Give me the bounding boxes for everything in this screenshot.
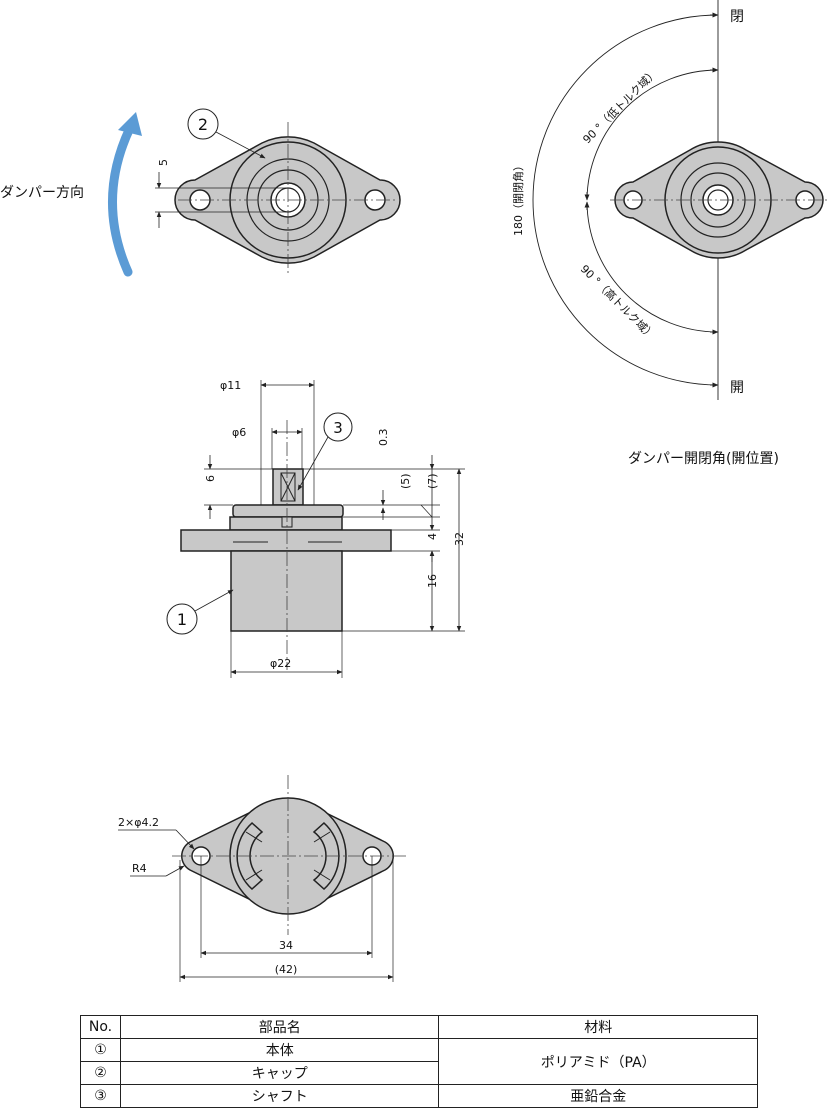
dim-34: 34: [279, 939, 293, 952]
row-material: ポリアミド（PA）: [438, 1038, 758, 1085]
dim-phi22: φ22: [270, 657, 291, 670]
dim-16: 16: [426, 574, 439, 588]
radius-callout: R4: [132, 862, 147, 875]
table-row: ② キャップ: [80, 1061, 758, 1085]
angle-caption: ダンパー開閉角(開位置): [628, 451, 779, 467]
technical-drawing: ダンパー方向 5 2: [0, 0, 828, 982]
balloon-2-label: 2: [198, 115, 208, 134]
balloon-1: [166, 603, 198, 635]
row-no: ①: [80, 1038, 121, 1062]
table-row: ③ シャフト 亜鉛合金: [80, 1084, 758, 1108]
dim-7-paren: (7): [426, 473, 439, 489]
low-torque-label: 90 °（低トルク域）: [580, 66, 660, 146]
side-view: φ11 φ6 3 6 0.3 (5) (7) 4: [166, 379, 466, 678]
dim-4: 4: [426, 533, 439, 540]
close-label: 閉: [730, 9, 744, 25]
dim-0-3: 0.3: [377, 429, 390, 447]
parts-table-header: No. 部品名 材料: [80, 1015, 758, 1039]
row-no: ②: [80, 1061, 121, 1085]
table-row: ① 本体 ポリアミド（PA）: [80, 1038, 758, 1085]
parts-table: No. 部品名 材料 ① 本体 ポリアミド（PA） ② キャップ ③ シャフト …: [80, 1015, 758, 1108]
dim-phi6: φ6: [232, 426, 246, 439]
balloon-1-label: 1: [177, 610, 187, 629]
row-no: ③: [80, 1084, 121, 1108]
range-180-label: 180（開閉角）: [512, 160, 525, 236]
dim-5-paren: (5): [399, 473, 412, 489]
high-torque-label: 90 °（高トルク域）: [578, 262, 659, 343]
dim-32: 32: [453, 532, 466, 546]
damper-direction-arrow: [108, 112, 142, 277]
balloon-3: [323, 412, 353, 442]
angle-view: 閉 開 90 °（低トルク域） 90 °（高トルク域） 180（開閉角） ダンパ…: [512, 0, 828, 467]
dim-phi11: φ11: [220, 379, 241, 392]
row-name: キャップ: [119, 1061, 440, 1085]
row-material: 亜鉛合金: [438, 1084, 758, 1108]
holes-callout: 2×φ4.2: [118, 816, 159, 829]
open-label: 開: [730, 380, 744, 396]
dim-42: (42): [275, 963, 298, 976]
row-name: 本体: [119, 1038, 440, 1062]
header-name: 部品名: [119, 1015, 440, 1039]
dim-5: 5: [157, 159, 170, 166]
balloon-2: [187, 108, 219, 140]
balloon-3-label: 3: [333, 419, 343, 437]
damper-direction-label: ダンパー方向: [0, 185, 84, 201]
dim-6: 6: [204, 475, 217, 482]
header-no: No.: [80, 1015, 121, 1039]
row-name: シャフト: [119, 1084, 440, 1108]
bottom-view: 34 (42) 2×φ4.2 R4: [118, 775, 408, 982]
top-view: ダンパー方向 5 2: [0, 108, 401, 277]
header-material: 材料: [438, 1015, 758, 1039]
